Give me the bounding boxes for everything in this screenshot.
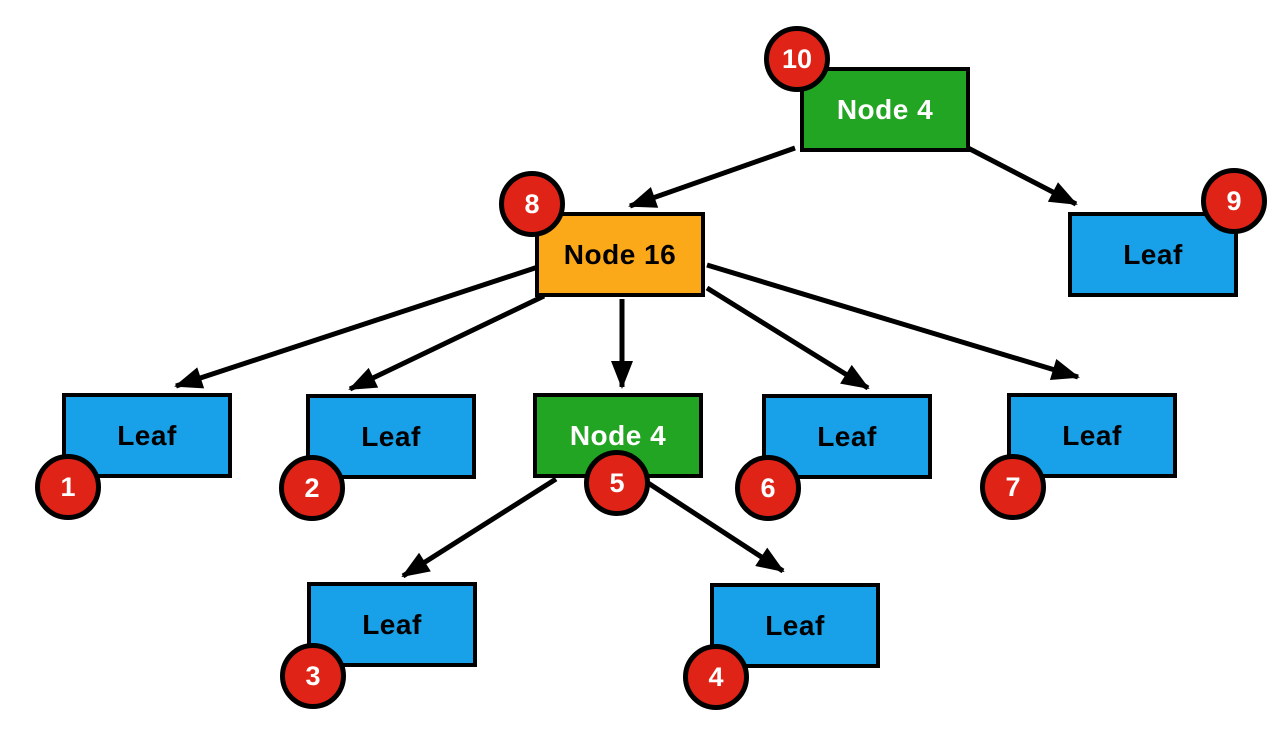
node-label: Leaf bbox=[361, 420, 421, 452]
visit-order-badge: 4 bbox=[683, 644, 749, 710]
node-leaf-2[interactable]: Leaf 2 bbox=[279, 394, 476, 521]
edge-node16-leaf6 bbox=[705, 285, 870, 391]
node-node16[interactable]: Node 16 8 bbox=[499, 171, 705, 297]
node-leaf-1[interactable]: Leaf 1 bbox=[35, 393, 232, 520]
visit-order-badge: 1 bbox=[35, 454, 101, 520]
node-label: Node 4 bbox=[569, 419, 667, 451]
node-leaf-7[interactable]: Leaf 7 bbox=[980, 393, 1177, 520]
visit-order-badge: 10 bbox=[764, 26, 830, 92]
visit-order-badge: 9 bbox=[1201, 168, 1267, 234]
node-label: Leaf bbox=[1123, 238, 1183, 270]
node-leaf-right[interactable]: Leaf 9 bbox=[1068, 168, 1267, 297]
node-root[interactable]: Node 4 10 bbox=[764, 26, 970, 152]
visit-order-badge: 5 bbox=[584, 450, 650, 516]
visit-order-badge: 3 bbox=[280, 643, 346, 709]
visit-order-badge: 8 bbox=[499, 171, 565, 237]
node-label: Node 4 bbox=[836, 93, 934, 125]
node-label: Leaf bbox=[817, 420, 877, 452]
edge-root-leafright bbox=[966, 145, 1078, 207]
edge-node16-leaf7 bbox=[706, 262, 1080, 381]
node-label: Leaf bbox=[362, 608, 422, 640]
node-leaf-3[interactable]: Leaf 3 bbox=[280, 582, 477, 709]
edge-root-node16 bbox=[628, 145, 796, 209]
node-label: Leaf bbox=[765, 609, 825, 641]
node-leaf-6[interactable]: Leaf 6 bbox=[735, 394, 932, 521]
edge-node16-leaf2 bbox=[348, 293, 546, 392]
node-label: Leaf bbox=[1062, 419, 1122, 451]
visit-order-badge: 7 bbox=[980, 454, 1046, 520]
node-node4-mid[interactable]: Node 4 5 bbox=[533, 393, 703, 516]
edge-node16-leaf1 bbox=[174, 264, 539, 389]
visit-order-badge: 6 bbox=[735, 455, 801, 521]
node-label: Leaf bbox=[117, 419, 177, 451]
visit-order-badge: 2 bbox=[279, 455, 345, 521]
node-leaf-4[interactable]: Leaf 4 bbox=[683, 583, 880, 710]
edge-node4mid-leaf3 bbox=[401, 476, 558, 579]
node-label: Node 16 bbox=[563, 238, 677, 270]
